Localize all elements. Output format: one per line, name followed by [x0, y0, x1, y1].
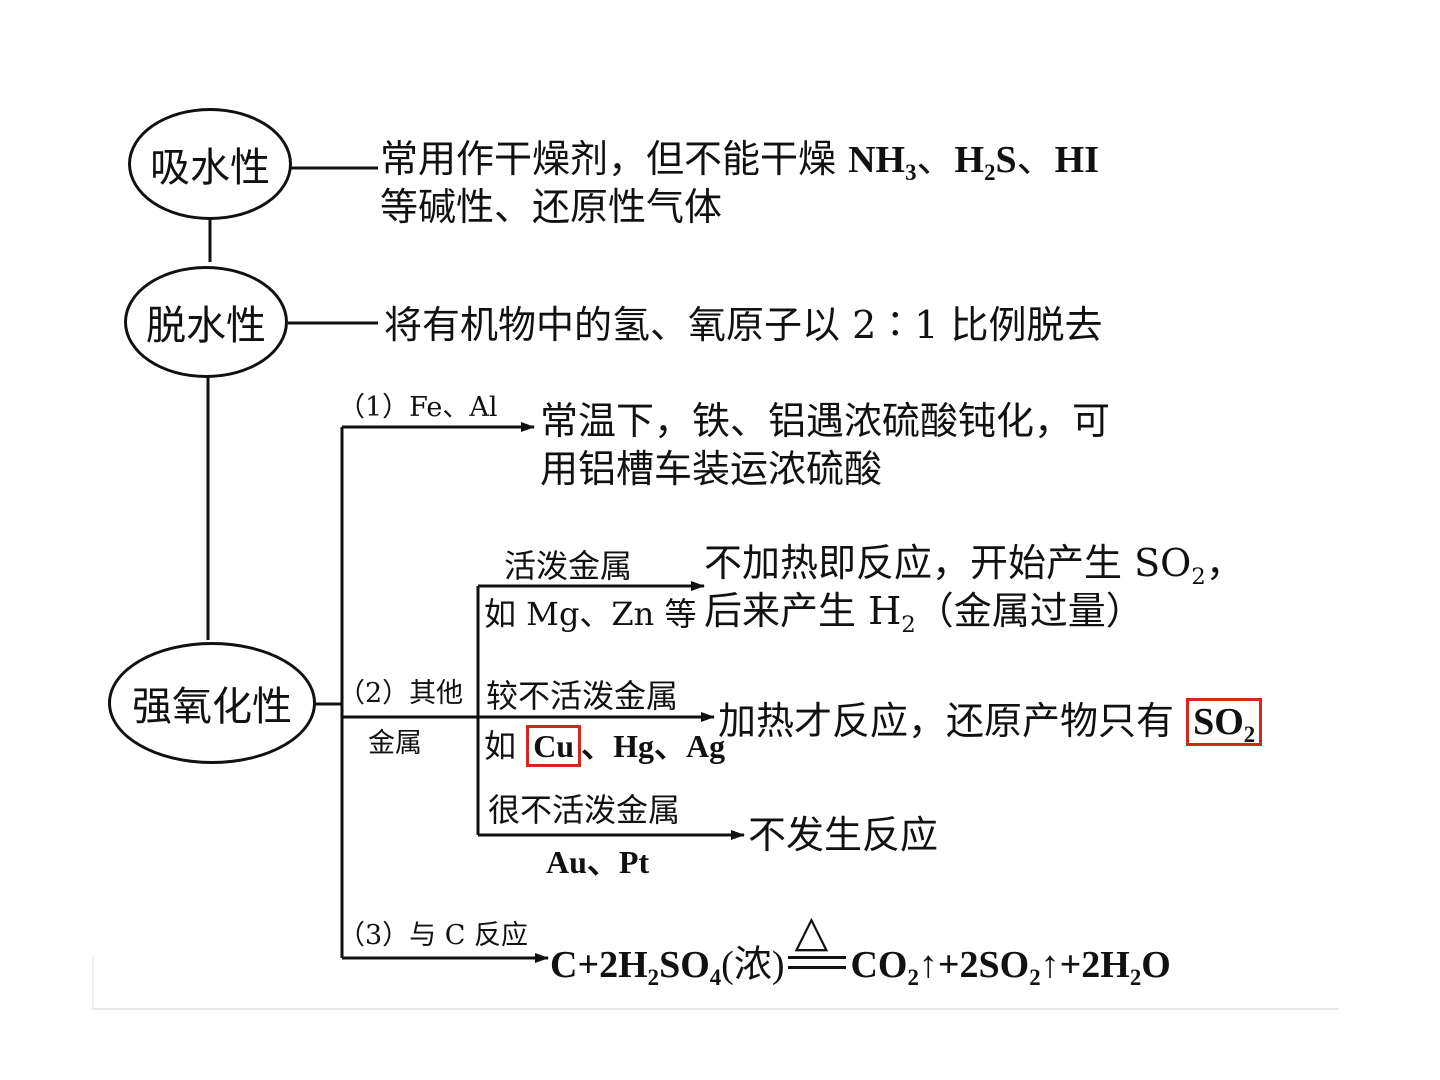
heat-equals-sign: △ — [784, 910, 850, 984]
heat-symbol: △ — [794, 907, 829, 956]
active-metal-label: 活泼金属 — [504, 547, 633, 585]
node-dehydrate: 脱水性 — [124, 266, 288, 378]
less-active-desc: 加热才反应，还原产物只有 SO2 — [718, 698, 1263, 746]
dehydrate-desc: 将有机物中的氢、氧原子以 2∶1 比例脱去 — [384, 303, 1103, 347]
active-desc-line1: 不加热即反应，开始产生 SO2， — [704, 541, 1244, 590]
highlight-so2: SO2 — [1186, 698, 1263, 746]
node-oxidize: 强氧化性 — [108, 642, 316, 764]
reaction-equation: C+2H2SO4(浓) △ CO2↑+2SO2↑+2H2O — [550, 907, 1171, 990]
inactive-desc: 不发生反应 — [748, 813, 939, 857]
active-metal-example: 如 Mg、Zn 等 — [484, 595, 697, 633]
node-absorb: 吸水性 — [128, 108, 292, 220]
absorb-desc-line2: 等碱性、还原性气体 — [380, 185, 723, 229]
branch1-desc-line1: 常温下，铁、铝遇浓硫酸钝化，可 — [540, 399, 1111, 443]
absorb-desc-line1: 常用作干燥剂，但不能干燥 NH3、H2S、HI — [380, 137, 1099, 185]
highlight-cu: Cu — [526, 725, 582, 767]
active-desc-line2: 后来产生 H2（金属过量） — [704, 589, 1144, 638]
frame-left-edge — [92, 955, 94, 1010]
inactive-label: 很不活泼金属 — [488, 791, 681, 829]
branch2-label-line2: 金属 — [368, 728, 422, 759]
branch3-label: （3）与 C 反应 — [338, 920, 529, 951]
less-active-example: 如 Cu、Hg、Ag — [484, 725, 726, 767]
branch1-desc-line2: 用铝槽车装运浓硫酸 — [540, 447, 883, 491]
branch1-label: （1）Fe、Al — [338, 392, 498, 423]
frame-bottom-edge — [92, 1008, 1338, 1010]
inactive-example: Au、Pt — [546, 844, 650, 880]
less-active-label: 较不活泼金属 — [486, 677, 679, 715]
branch2-label-line1: （2）其他 — [338, 678, 464, 709]
